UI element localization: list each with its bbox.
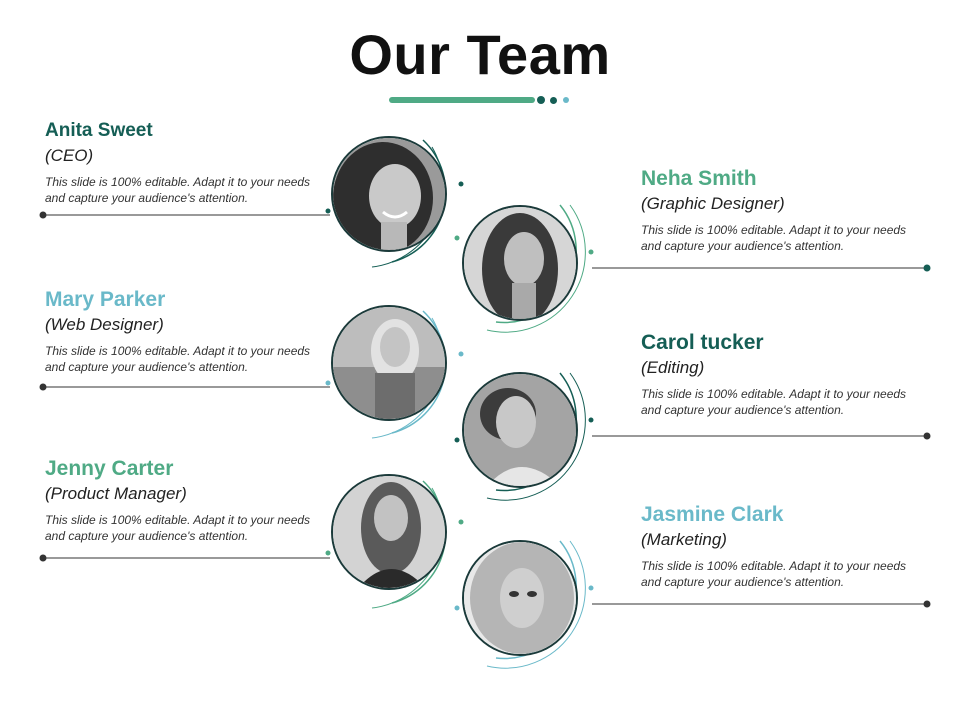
photo-jenny-carter — [331, 474, 447, 590]
title-dot-1 — [537, 96, 545, 104]
member-jasmine-clark: Jasmine Clark (Marketing) This slide is … — [641, 502, 921, 590]
member-neha-smith: Neha Smith (Graphic Designer) This slide… — [641, 166, 921, 254]
member-description: This slide is 100% editable. Adapt it to… — [45, 344, 311, 374]
member-name: Mary Parker — [45, 288, 166, 311]
photo-carol-tucker — [462, 372, 578, 488]
member-anita-sweet: Anita Sweet (CEO) This slide is 100% edi… — [45, 118, 325, 206]
photo-mary-parker — [331, 305, 447, 421]
member-name: Neha Smith — [641, 167, 757, 190]
member-role: (Web Designer) — [45, 315, 164, 334]
member-role: (Editing) — [641, 358, 705, 377]
title-dot-2 — [550, 97, 557, 104]
member-description: This slide is 100% editable. Adapt it to… — [641, 223, 907, 253]
title-underline-bar — [389, 97, 535, 103]
member-role: (CEO) — [45, 146, 94, 165]
member-jenny-carter: Jenny Carter (Product Manager) This slid… — [45, 456, 325, 544]
photo-neha-smith — [462, 205, 578, 321]
page-title: Our Team — [349, 23, 611, 86]
member-mary-parker: Mary Parker (Web Designer) This slide is… — [45, 287, 325, 375]
member-role: (Marketing) — [641, 530, 727, 549]
member-carol-tucker: Carol tucker (Editing) This slide is 100… — [641, 330, 921, 418]
photo-anita-sweet — [331, 136, 447, 252]
member-role: (Graphic Designer) — [641, 194, 785, 213]
member-description: This slide is 100% editable. Adapt it to… — [641, 387, 907, 417]
member-name: Anita Sweet — [45, 120, 153, 141]
member-name: Jenny Carter — [45, 457, 174, 480]
member-description: This slide is 100% editable. Adapt it to… — [641, 559, 907, 589]
photo-jasmine-clark — [462, 540, 578, 656]
member-description: This slide is 100% editable. Adapt it to… — [45, 513, 311, 543]
member-role: (Product Manager) — [45, 484, 187, 503]
member-name: Carol tucker — [641, 331, 764, 354]
member-name: Jasmine Clark — [641, 503, 784, 526]
member-description: This slide is 100% editable. Adapt it to… — [45, 175, 311, 205]
title-dot-3 — [563, 97, 569, 103]
